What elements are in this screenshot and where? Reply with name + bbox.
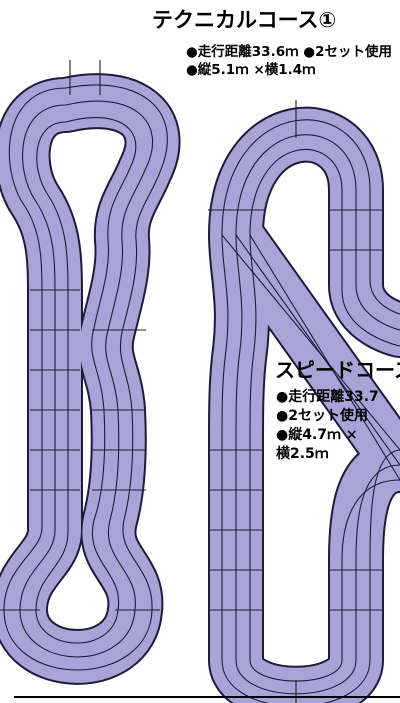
speed-course-spec-1: ●走行距離33.7 — [276, 389, 379, 405]
speed-course-title: スピードコース — [275, 358, 400, 382]
speed-course-spec-4: 横2.5ｍ — [276, 446, 329, 462]
technical-course-spec-2: ●縦5.1ｍ ×横1.4ｍ — [186, 62, 316, 78]
speed-course-track — [208, 100, 400, 703]
technical-course-spec-1: ●走行距離33.6ｍ ●2セット使用 — [186, 44, 392, 60]
speed-course-spec-3: ●縦4.7ｍ × — [276, 427, 358, 443]
technical-course-ties — [0, 60, 160, 611]
technical-course-track — [0, 60, 181, 685]
technical-course-title: テクニカルコース① — [152, 8, 337, 32]
speed-course-spec-2: ●2セット使用 — [276, 408, 368, 424]
speed-course-ties — [208, 100, 384, 703]
